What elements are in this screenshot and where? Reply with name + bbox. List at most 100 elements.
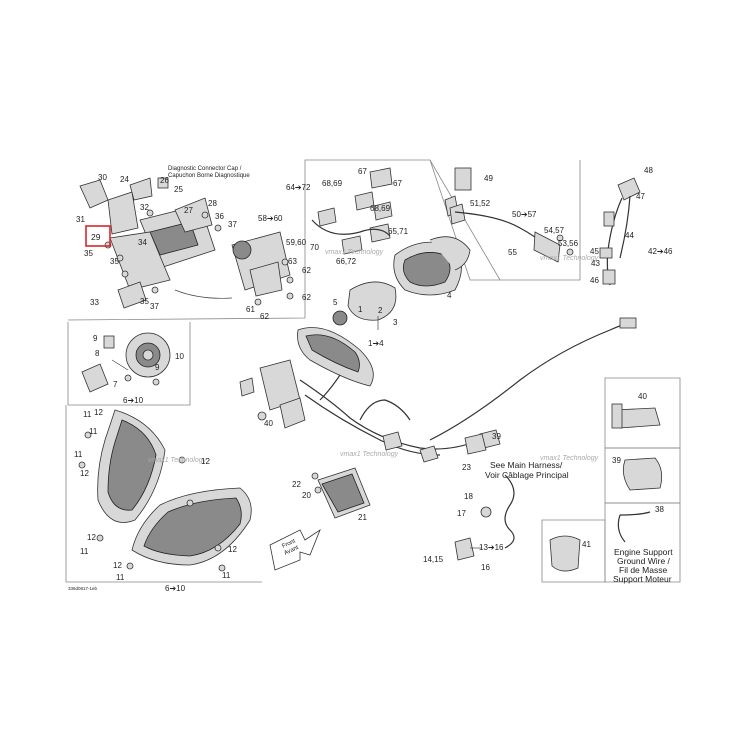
sensor-harness	[599, 177, 641, 286]
callout-l9[interactable]: 9	[93, 334, 98, 343]
headlight-bulb-group	[81, 332, 171, 393]
callout-l11e[interactable]: 11	[116, 573, 125, 582]
callout-l35a[interactable]: 35	[84, 249, 93, 258]
callout-l50[interactable]: 50➔57	[512, 210, 537, 219]
callout-l26[interactable]: 26	[160, 176, 169, 185]
callout-l3[interactable]: 3	[393, 318, 398, 327]
servo-cluster	[231, 231, 294, 306]
callout-l53[interactable]: 53,56	[558, 239, 579, 248]
callout-l38[interactable]: 38	[655, 505, 664, 514]
callout-l24[interactable]: 24	[120, 175, 129, 184]
callout-l62c[interactable]: 62	[260, 312, 269, 321]
callout-l17[interactable]: 17	[457, 509, 466, 518]
callout-l11f[interactable]: 11	[222, 571, 231, 580]
callout-l23[interactable]: 23	[462, 463, 471, 472]
callout-l39a[interactable]: 39	[492, 432, 501, 441]
callout-l68b[interactable]: 68,69	[370, 204, 391, 213]
callout-l47[interactable]: 47	[636, 192, 645, 201]
callout-l2[interactable]: 2	[378, 306, 383, 315]
highlight-box[interactable]	[85, 225, 111, 247]
callout-l62a[interactable]: 62	[302, 266, 311, 275]
callout-l46[interactable]: 46	[590, 276, 599, 285]
callout-l49[interactable]: 49	[484, 174, 493, 183]
callout-l40b[interactable]: 40	[264, 419, 273, 428]
engine-support-4: Support Moteur	[613, 574, 672, 584]
watermark-1: vmax1 Technology	[325, 249, 384, 256]
callout-l35b[interactable]: 35	[110, 257, 119, 266]
callout-l45[interactable]: 45	[590, 247, 599, 256]
callout-l16[interactable]: 16	[481, 563, 490, 572]
callout-l21[interactable]: 21	[358, 513, 367, 522]
callout-l66[interactable]: 66,72	[336, 257, 357, 266]
callout-l7[interactable]: 7	[113, 380, 118, 389]
callout-l9b[interactable]: 9	[155, 363, 160, 372]
callout-l12a[interactable]: 12	[94, 408, 103, 417]
front-label: Front	[281, 538, 297, 549]
callout-l1316[interactable]: 13➔16	[479, 543, 504, 552]
callout-l40[interactable]: 40	[638, 392, 647, 401]
callout-l51[interactable]: 51,52	[470, 199, 491, 208]
callout-l12c[interactable]: 12	[80, 469, 89, 478]
callout-l43[interactable]: 43	[591, 259, 600, 268]
callout-l34[interactable]: 34	[138, 238, 147, 247]
callout-l10[interactable]: 10	[175, 352, 184, 361]
callout-l12d[interactable]: 12	[87, 533, 96, 542]
callout-l12b[interactable]: 12	[201, 457, 210, 466]
callout-l12f[interactable]: 12	[228, 545, 237, 554]
callout-l64[interactable]: 64➔72	[286, 183, 311, 192]
callout-l1[interactable]: 1	[358, 305, 363, 314]
callout-l54[interactable]: 54,57	[544, 226, 565, 235]
main-harness	[239, 317, 637, 463]
callout-l20[interactable]: 20	[302, 491, 311, 500]
callout-l65[interactable]: 65,71	[388, 227, 409, 236]
callout-l11c[interactable]: 11	[74, 450, 83, 459]
callout-l48[interactable]: 48	[644, 166, 653, 175]
callout-l37a[interactable]: 37	[228, 220, 237, 229]
callout-l33[interactable]: 33	[90, 298, 99, 307]
callout-l61[interactable]: 61	[246, 305, 255, 314]
caption-line2: Capuchon Borne Diagnostique	[168, 173, 250, 179]
watermark-3: vmax1 Technology	[148, 457, 207, 464]
callout-l70[interactable]: 70	[310, 243, 319, 252]
callout-l11b[interactable]: 11	[89, 427, 98, 436]
callout-l28[interactable]: 28	[208, 199, 217, 208]
callout-l41[interactable]: 41	[582, 540, 591, 549]
callout-l68a[interactable]: 68,69	[322, 179, 343, 188]
callout-l36[interactable]: 36	[215, 212, 224, 221]
callout-l35c[interactable]: 35	[140, 297, 149, 306]
callout-l37b[interactable]: 37	[150, 302, 159, 311]
callout-l42[interactable]: 42➔46	[648, 247, 673, 256]
callout-l62b[interactable]: 62	[302, 293, 311, 302]
callout-l32[interactable]: 32	[140, 203, 149, 212]
callout-l44[interactable]: 44	[625, 231, 634, 240]
callout-l30[interactable]: 30	[98, 173, 107, 182]
callout-l12e[interactable]: 12	[113, 561, 122, 570]
callout-l31[interactable]: 31	[76, 215, 85, 224]
callout-l58[interactable]: 58➔60	[258, 214, 283, 223]
callout-l67a[interactable]: 67	[358, 167, 367, 176]
callout-l5[interactable]: 5	[333, 298, 338, 307]
callout-l59[interactable]: 59,60	[286, 238, 307, 247]
callout-l11a[interactable]: 11	[83, 410, 92, 419]
watermark-4: vmax1 Technology	[340, 451, 399, 458]
callout-l25[interactable]: 25	[174, 185, 183, 194]
callout-l22[interactable]: 22	[292, 480, 301, 489]
watermark-2: vmax1 Technology	[540, 255, 599, 262]
callout-l610b[interactable]: 6➔10	[165, 584, 186, 593]
callout-l14[interactable]: 1➔4	[368, 339, 384, 348]
callout-l8[interactable]: 8	[95, 349, 100, 358]
callout-l4[interactable]: 4	[447, 291, 452, 300]
callout-l610a[interactable]: 6➔10	[123, 396, 144, 405]
callout-l27[interactable]: 27	[184, 206, 193, 215]
callout-l63[interactable]: 63	[288, 257, 297, 266]
callout-l11d[interactable]: 11	[80, 547, 89, 556]
callout-l1415[interactable]: 14,15	[423, 555, 444, 564]
voir-cablage: Voir Câblage Principal	[485, 470, 569, 480]
callout-l39b[interactable]: 39	[612, 456, 621, 465]
voltage-regulator	[311, 467, 371, 519]
handlebar-harness	[444, 167, 574, 263]
callout-l18[interactable]: 18	[464, 492, 473, 501]
ecm-cluster	[79, 177, 233, 309]
callout-l55[interactable]: 55	[508, 248, 517, 257]
callout-l67b[interactable]: 67	[393, 179, 402, 188]
